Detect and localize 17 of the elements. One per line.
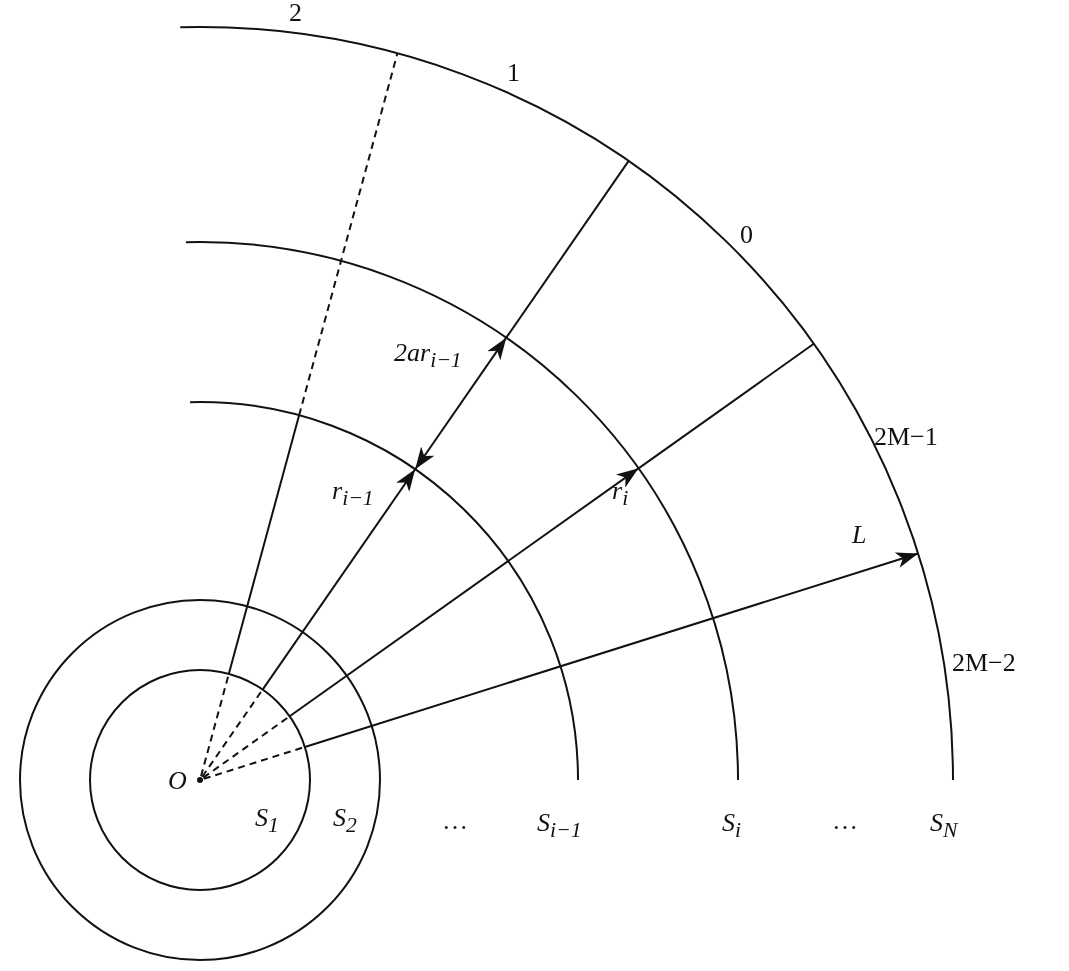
sector-number: 0 bbox=[740, 222, 753, 248]
ellipsis: … bbox=[832, 808, 858, 834]
sector-number: 2M−1 bbox=[874, 424, 938, 450]
dimension-label: r$_{i−1}$ bbox=[332, 478, 374, 510]
dimension-label: 2ar$_{i−1}$ bbox=[394, 340, 462, 372]
surface-label: S$_{i}$ bbox=[722, 810, 742, 842]
dimension-label: r$_{i}$ bbox=[612, 478, 629, 510]
surface-label: S$_{2}$ bbox=[333, 805, 357, 837]
surface-label: S$_{i−1}$ bbox=[537, 810, 582, 842]
ellipsis: … bbox=[442, 808, 468, 834]
sector-number: 2 bbox=[289, 0, 302, 26]
dimension-label: L bbox=[852, 522, 867, 548]
surface-label: S$_{1}$ bbox=[255, 805, 279, 837]
surface-label: S$_{N}$ bbox=[930, 810, 958, 842]
point-label: O bbox=[168, 768, 187, 794]
sector-number: 2M−2 bbox=[952, 650, 1016, 676]
sector-number: 1 bbox=[507, 60, 520, 86]
